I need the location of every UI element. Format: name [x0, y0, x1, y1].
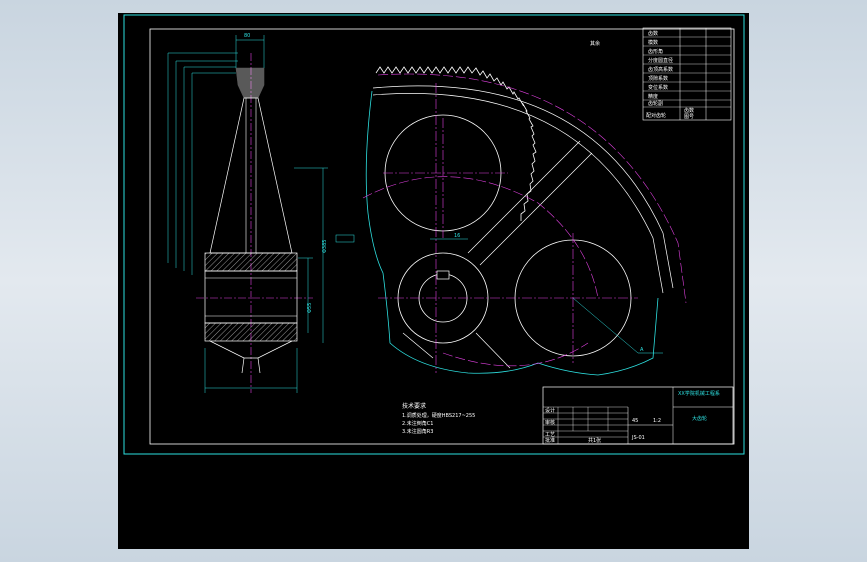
cad-viewport[interactable]: 80 Φ55 Φ385	[118, 13, 749, 549]
param-bottom-sub-0: 齿数	[684, 107, 694, 114]
param-row-5: 顶隙系数	[648, 75, 668, 82]
overall-dim: Φ385	[322, 240, 328, 253]
param-row-4: 齿顶高系数	[648, 66, 673, 73]
front-view: A 16	[335, 66, 687, 376]
leader-label: A	[640, 347, 644, 353]
param-row-3: 分度圆直径	[648, 57, 673, 64]
title-row-1: 审核	[545, 419, 555, 426]
title-row-0: 设计	[545, 407, 555, 414]
param-bottom: 配对齿轮	[646, 112, 666, 119]
drawing-no: JS-01	[631, 435, 645, 441]
param-row-1: 模数	[648, 39, 658, 46]
section-view: 80 Φ55 Φ385	[167, 33, 328, 393]
title-row-2: 工艺	[545, 432, 555, 438]
param-row-7: 精度	[648, 93, 658, 100]
tech-req-1: 1.调质处理，硬度HBS217~255	[402, 412, 475, 419]
title-row-3: 批准	[545, 437, 555, 444]
sheet: 共1张	[588, 437, 601, 444]
tech-req-title: 技术要求	[402, 402, 426, 410]
param-row-8: 齿轮副	[648, 100, 663, 107]
param-row-2: 齿形角	[648, 48, 663, 55]
drawing-canvas: 80 Φ55 Φ385	[123, 14, 745, 455]
parameter-table: 齿数 模数 齿形角 分度圆直径 齿顶高系数 顶隙系数 变位系数 精度 齿轮副 配…	[642, 27, 732, 121]
scale: 1:2	[653, 418, 661, 424]
rim-width-dim: 80	[244, 33, 250, 39]
tech-req-2: 2.未注倒角C1	[402, 420, 433, 427]
param-row-0: 齿数	[648, 30, 658, 37]
hub-bore-dim: Φ55	[307, 303, 313, 313]
school-name: XX学院机械工程系	[678, 390, 720, 397]
tech-req-3: 3.未注圆角R3	[402, 428, 433, 435]
roughness-note: 其余	[590, 40, 600, 47]
part-name: 大齿轮	[692, 415, 707, 422]
datum-box	[335, 234, 355, 243]
outer-frame	[123, 14, 745, 455]
technical-requirements: 技术要求 1.调质处理，硬度HBS217~255 2.未注倒角C1 3.未注圆角…	[402, 402, 475, 435]
keyway-dim: 16	[454, 233, 460, 239]
param-row-6: 变位系数	[648, 84, 668, 91]
title-block: XX学院机械工程系 大齿轮 45 1:2 JS-01 共1张 设计 审核 工艺 …	[542, 386, 734, 445]
param-bottom-sub-1: 图号	[684, 114, 694, 120]
material: 45	[632, 418, 638, 424]
inner-frame	[149, 28, 735, 445]
